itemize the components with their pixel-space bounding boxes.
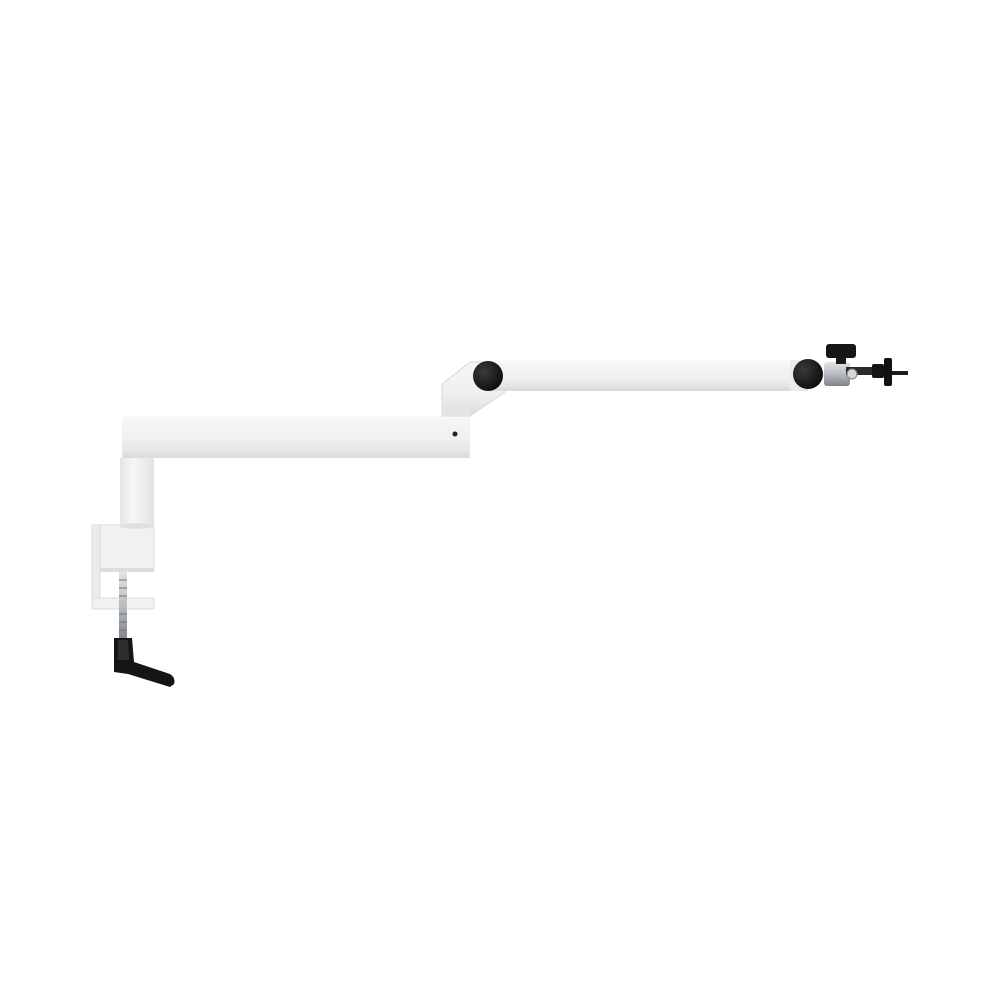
upper-arm-segment <box>486 360 824 391</box>
lower-arm-segment <box>122 416 470 458</box>
desk-clamp <box>91 524 155 610</box>
mic-mount-adapter <box>824 344 908 386</box>
threaded-rod <box>119 571 127 641</box>
end-knob-icon <box>793 359 823 389</box>
vertical-post <box>120 458 154 529</box>
elbow-knob-icon <box>473 361 503 391</box>
lever-handle <box>114 638 175 687</box>
